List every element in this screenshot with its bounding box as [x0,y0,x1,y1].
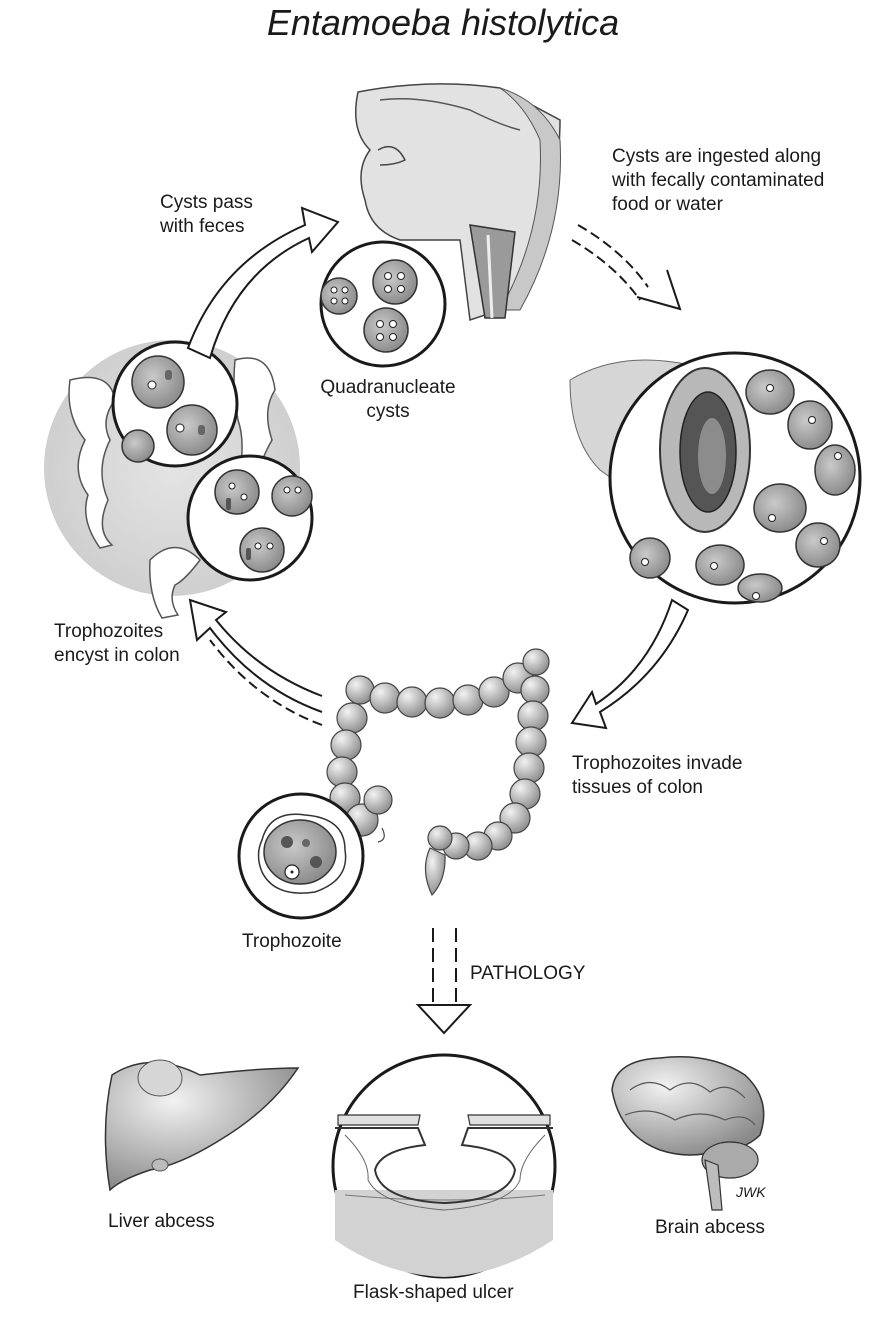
arrow-colon-to-mouth [186,206,340,360]
quadranucleate-cysts-circle [319,240,447,368]
label-brain-abcess: Brain abcess [655,1217,765,1238]
label-cysts-ingested: Cysts are ingested along with fecally co… [612,146,825,215]
liver-illustration [104,1059,300,1192]
trophozoite-circle [237,792,365,920]
label-trophozoite: Trophozoite [242,931,342,952]
label-trophozoites-invade: Trophozoites invade tissues of colon [572,753,743,798]
arrow-intestine-to-colon [570,598,690,730]
large-intestine-illustration [326,648,550,897]
label-pathology: PATHOLOGY [470,963,586,984]
flask-ulcer-circle [331,1053,557,1279]
pathology-arrow [415,928,473,1035]
diagram-title: Entamoeba histolytica [266,2,620,43]
colon-cysts-circle-upper [111,340,239,468]
label-flask-shaped-ulcer: Flask-shaped ulcer [353,1282,514,1303]
arrow-mouth-to-intestine [571,224,682,311]
colon-cysts-circle-lower [186,454,314,582]
human-head-illustration [355,83,561,322]
tissue-invasion-circle [569,351,862,605]
label-cysts-pass: Cysts pass with feces [160,192,253,237]
arrow-colon-to-encyst [188,598,323,726]
label-trophozoites-encyst: Trophozoites encyst in colon [54,621,180,666]
brain-illustration [611,1056,765,1211]
artist-signature: JWK [736,1184,766,1200]
label-liver-abcess: Liver abcess [108,1211,215,1232]
label-quadranucleate-cysts: Quadranucleate cysts [320,377,456,422]
